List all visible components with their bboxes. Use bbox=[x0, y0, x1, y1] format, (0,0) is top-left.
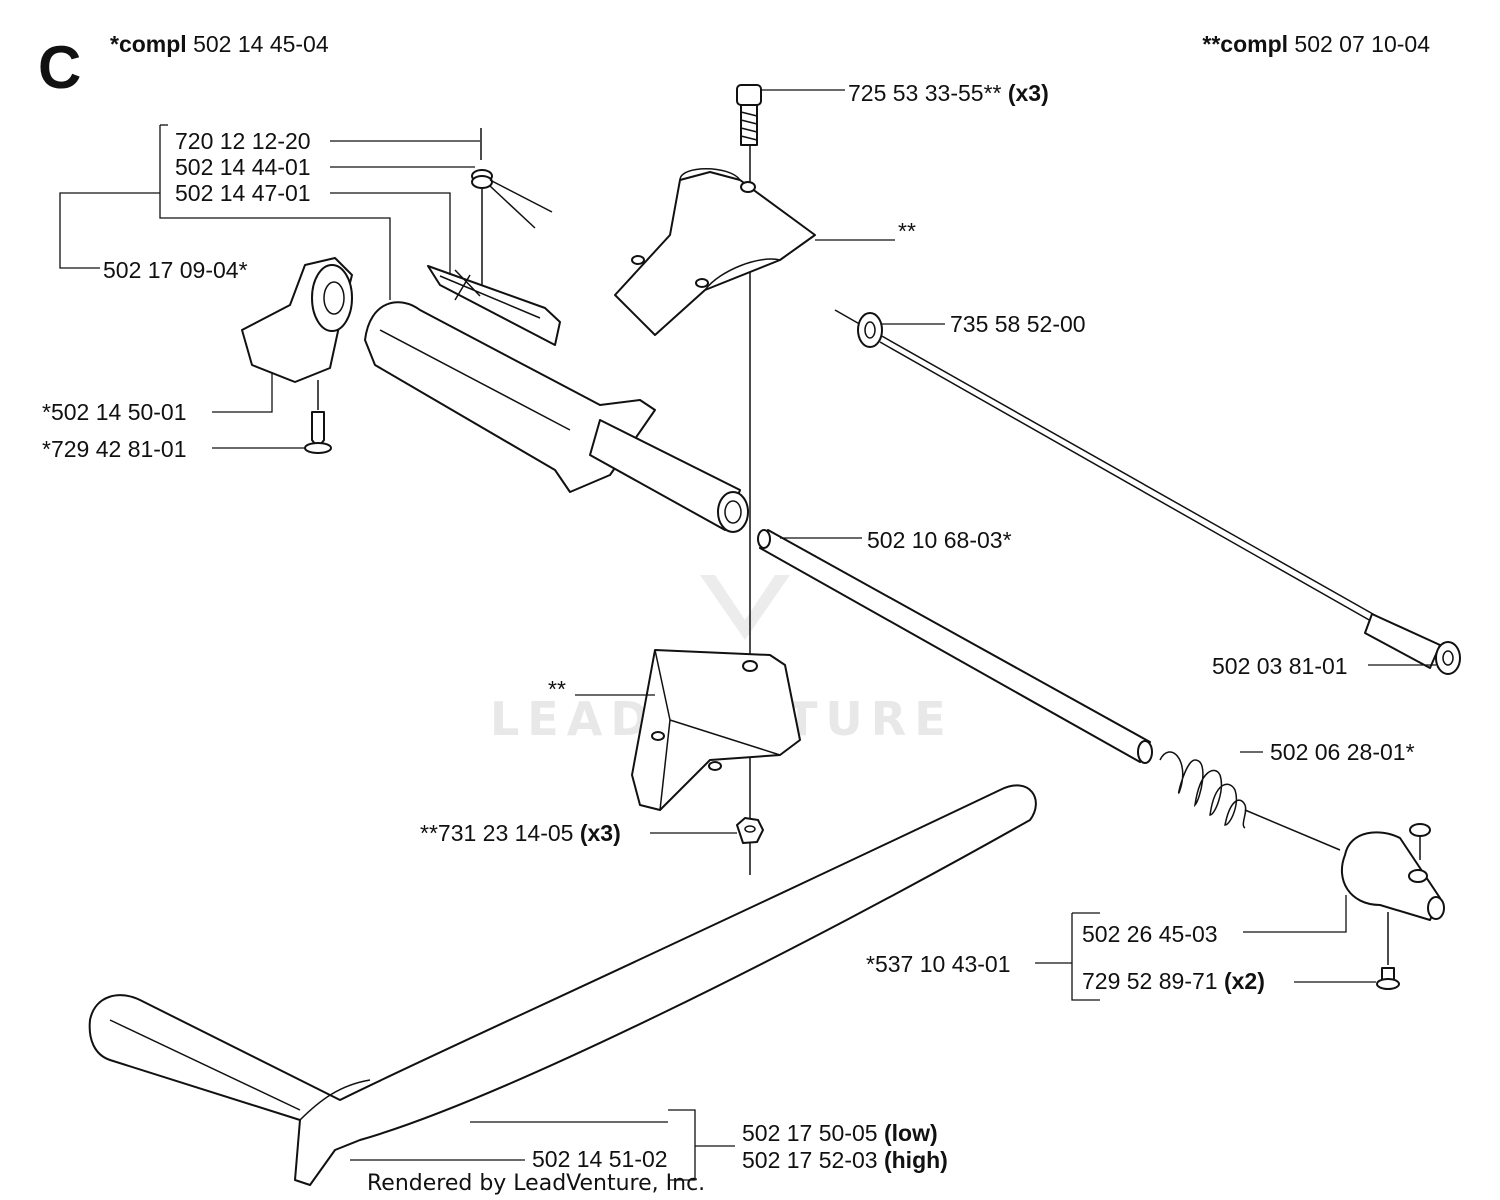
lower-clamp-part bbox=[631, 649, 801, 811]
cable-part bbox=[834, 309, 1461, 675]
label-spring-small: 502 14 44-01 bbox=[175, 154, 311, 180]
label-cable: 502 03 81-01 bbox=[1212, 653, 1348, 679]
screw-top-part bbox=[736, 84, 762, 146]
pin-and-spring-part bbox=[471, 128, 553, 285]
header-left: *compl 502 14 45-04 bbox=[110, 31, 329, 57]
credit-text: Rendered by LeadVenture, Inc. bbox=[367, 1171, 705, 1196]
label-handle-high: 502 17 52-03 (high) bbox=[742, 1147, 948, 1173]
label-throttle-kit: 502 17 09-04* bbox=[103, 257, 248, 283]
washer-part bbox=[857, 312, 883, 348]
connector-part bbox=[1340, 823, 1445, 990]
grip-handle-part bbox=[364, 301, 749, 533]
label-spring-large: 502 06 28-01* bbox=[1270, 739, 1415, 765]
label-clamp-lower: ** bbox=[548, 676, 566, 702]
label-screw-conn: 729 52 89-71 (x2) bbox=[1082, 968, 1265, 994]
leader-lines bbox=[59, 89, 1436, 1181]
lever-part bbox=[427, 265, 561, 346]
label-connector: 502 26 45-03 bbox=[1082, 921, 1218, 947]
label-tube: 502 10 68-03* bbox=[867, 527, 1012, 553]
upper-clamp-part bbox=[614, 168, 816, 336]
label-connector-kit: *537 10 43-01 bbox=[866, 951, 1011, 977]
spring-large-part bbox=[1159, 751, 1341, 851]
label-nut: **731 23 14-05 (x3) bbox=[420, 820, 621, 846]
label-screw-top: 725 53 33-55** (x3) bbox=[848, 80, 1049, 106]
nut-part bbox=[736, 817, 764, 844]
label-washer: 735 58 52-00 bbox=[950, 311, 1086, 337]
cover-part bbox=[241, 257, 353, 383]
label-cover: *502 14 50-01 bbox=[42, 399, 187, 425]
screw-small-part bbox=[304, 380, 332, 454]
label-handle-low: 502 17 50-05 (low) bbox=[742, 1120, 938, 1146]
label-clamp-upper: ** bbox=[898, 218, 916, 244]
header-right: **compl 502 07 10-04 bbox=[1202, 31, 1430, 57]
label-grip: 502 14 51-02 bbox=[532, 1146, 668, 1172]
label-pin: 720 12 12-20 bbox=[175, 128, 311, 154]
handlebar-part bbox=[88, 784, 1037, 1186]
label-screw-small: *729 42 81-01 bbox=[42, 436, 187, 462]
tube-part bbox=[757, 529, 1153, 764]
section-letter: C bbox=[38, 34, 81, 101]
label-lever: 502 14 47-01 bbox=[175, 180, 311, 206]
